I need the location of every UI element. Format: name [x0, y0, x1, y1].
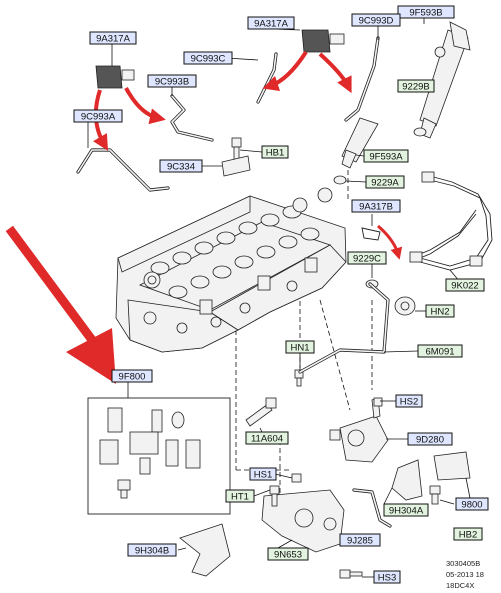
callout-9229c: 9229C [347, 251, 387, 265]
callout-9f593a: 9F593A [363, 149, 409, 163]
fuel-pipe-9j285 [352, 488, 392, 528]
wiring-harness-9k022 [409, 171, 493, 271]
callout-9a317a-left-label: 9A317A [96, 34, 130, 45]
callout-9a317b-label: 9A317B [359, 202, 393, 213]
callout-9f593b: 9F593B [397, 5, 455, 19]
cylinder-head-drawing [115, 187, 347, 353]
callout-9j285: 9J285 [339, 533, 381, 547]
callout-9c993c: 9C993C [183, 51, 233, 65]
kit-box-9f800 [87, 397, 231, 515]
callout-9j285-label: 9J285 [347, 536, 373, 547]
callout-9h304b-label: 9H304B [135, 546, 169, 557]
callout-9c993a-label: 9C993A [81, 112, 116, 123]
callout-9800-label: 9800 [461, 500, 482, 511]
callout-6m091-label: 6M091 [425, 347, 454, 358]
callout-hn1: HN1 [285, 340, 315, 354]
callout-9229a: 9229A [365, 175, 405, 189]
callout-9c993b-label: 9C993B [155, 77, 189, 88]
fuel-pump-9d280 [329, 397, 389, 463]
callout-9h304a-label: 9H304A [389, 506, 424, 517]
callout-hb1: HB1 [261, 145, 289, 159]
callout-11a604-label: 11A604 [251, 434, 283, 445]
callout-9d280-label: 9D280 [416, 435, 444, 446]
callout-9n653-label: 9N653 [274, 550, 302, 561]
big-red-arrow-head [66, 328, 116, 384]
callout-11a604: 11A604 [245, 431, 289, 445]
callout-hn2-label: HN2 [430, 307, 449, 318]
callout-9c993d: 9C993D [351, 13, 401, 27]
camshaft-lobes [150, 205, 320, 299]
callout-9f593a-label: 9F593A [369, 152, 403, 163]
callout-hb2-label: HB2 [459, 530, 477, 541]
red-arrows [5, 50, 403, 384]
callout-9229c-label: 9229C [353, 254, 381, 265]
clip-9a317b [361, 227, 381, 241]
callout-9f800: 9F800 [111, 369, 153, 383]
callout-9a317a-top-label: 9A317A [254, 19, 288, 30]
callout-6m091: 6M091 [417, 344, 463, 358]
bracket-9800 [433, 451, 471, 481]
callout-9a317a-top: 9A317A [247, 16, 295, 30]
fuel-pipe-9c993a [76, 148, 170, 192]
callout-hs2-label: HS2 [400, 397, 418, 408]
bolt-hb1 [231, 137, 242, 160]
callout-9229b: 9229B [397, 79, 435, 93]
callout-9229b-label: 9229B [402, 82, 429, 93]
callout-9c993d-label: 9C993D [359, 16, 394, 27]
bolt-hb2 [429, 485, 441, 505]
bracket-9c334 [221, 155, 251, 177]
callout-ht1: HT1 [225, 489, 255, 503]
pressure-sensor-top [301, 29, 345, 53]
callout-9c993a: 9C993A [73, 109, 123, 123]
callout-9d280: 9D280 [407, 432, 453, 446]
callout-9c334: 9C334 [159, 159, 203, 173]
bracket-9h304b [179, 523, 231, 577]
callout-9n653: 9N653 [267, 547, 309, 561]
callout-9c334-label: 9C334 [167, 162, 195, 173]
callout-hn1-label: HN1 [290, 343, 309, 354]
fuel-pipe-9c993c [256, 52, 278, 104]
drawing-code: 18DC4X [446, 581, 474, 590]
callout-9k022-label: 9K022 [451, 281, 478, 292]
callout-9a317b: 9A317B [351, 199, 401, 213]
injector-middle [341, 117, 379, 169]
callout-9f800-label: 9F800 [119, 372, 146, 383]
callout-hb1-label: HB1 [266, 148, 284, 159]
sensor-hn2 [394, 296, 416, 316]
callout-hn2: HN2 [425, 304, 455, 318]
callout-hs1-label: HS1 [254, 470, 272, 481]
drawing-info: 3030405B 05-2013 18 18DC4X [446, 559, 484, 590]
bolt-hn1 [294, 369, 304, 387]
callout-9800: 9800 [455, 497, 489, 511]
callout-hs3: HS3 [373, 570, 401, 584]
callout-hs2: HS2 [395, 394, 423, 408]
bracket-9h304a [391, 459, 423, 501]
callout-hs3-label: HS3 [378, 573, 396, 584]
glow-plug-11a604 [245, 397, 277, 427]
mount-9n653 [261, 489, 345, 553]
callout-9h304a: 9H304A [383, 503, 429, 517]
fuel-pipe-9c993d [344, 36, 380, 122]
callout-9h304b: 9H304B [127, 543, 177, 557]
callout-9c993c-label: 9C993C [191, 54, 226, 65]
callout-9c993b: 9C993B [147, 74, 197, 88]
return-pipe-6m091 [298, 282, 390, 374]
fuel-pipe-9c993b [170, 94, 214, 142]
callout-9f593b-label: 9F593B [409, 8, 442, 19]
callout-9a317a-left: 9A317A [89, 31, 137, 45]
callout-hs1: HS1 [249, 467, 277, 481]
callout-9229a-label: 9229A [371, 178, 399, 189]
callout-hb2: HB2 [453, 527, 483, 541]
callout-9k022: 9K022 [445, 278, 485, 292]
drawing-date: 05-2013 18 [446, 570, 484, 579]
callout-ht1-label: HT1 [231, 492, 249, 503]
pressure-sensor-left [95, 65, 135, 89]
drawing-number: 3030405B [446, 559, 480, 568]
